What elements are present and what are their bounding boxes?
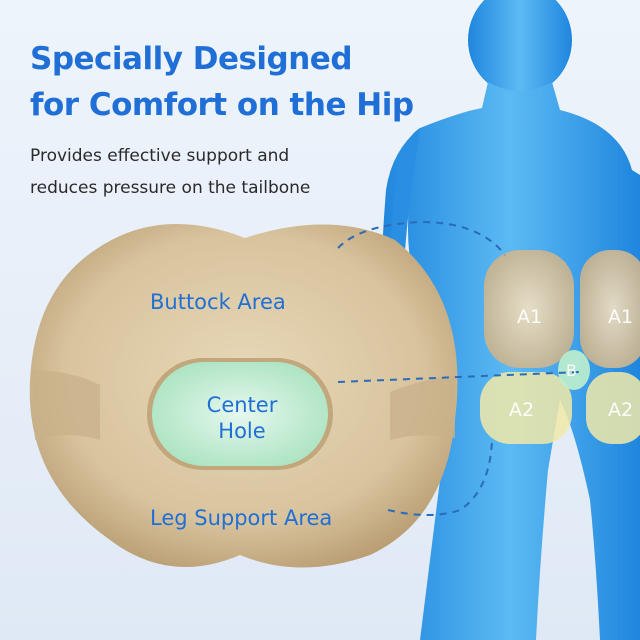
subtext-line-1: Provides effective support and <box>30 146 290 166</box>
zone-a2-right: A2 <box>608 399 634 421</box>
subtext-line-2: reduces pressure on the tailbone <box>30 178 311 198</box>
leg-support-area-label: Leg Support Area <box>150 506 333 530</box>
zone-a1-right: A1 <box>608 306 634 328</box>
headline: Specially Designed for Comfort on the Hi… <box>30 36 414 128</box>
cushion <box>29 224 458 568</box>
subtext: Provides effective support and reduces p… <box>30 140 310 204</box>
zone-a1-left: A1 <box>517 306 543 328</box>
body-zones <box>480 250 640 444</box>
center-hole-label: Center Hole <box>182 392 302 444</box>
headline-line-1: Specially Designed <box>30 41 353 77</box>
zone-b: B <box>566 361 577 380</box>
connector-lines <box>337 220 581 516</box>
zone-a2-left: A2 <box>509 399 535 421</box>
headline-line-2: for Comfort on the Hip <box>30 87 414 123</box>
center-hole-line-2: Hole <box>218 419 266 443</box>
center-hole-line-1: Center <box>206 393 278 417</box>
buttock-area-label: Buttock Area <box>150 290 286 314</box>
